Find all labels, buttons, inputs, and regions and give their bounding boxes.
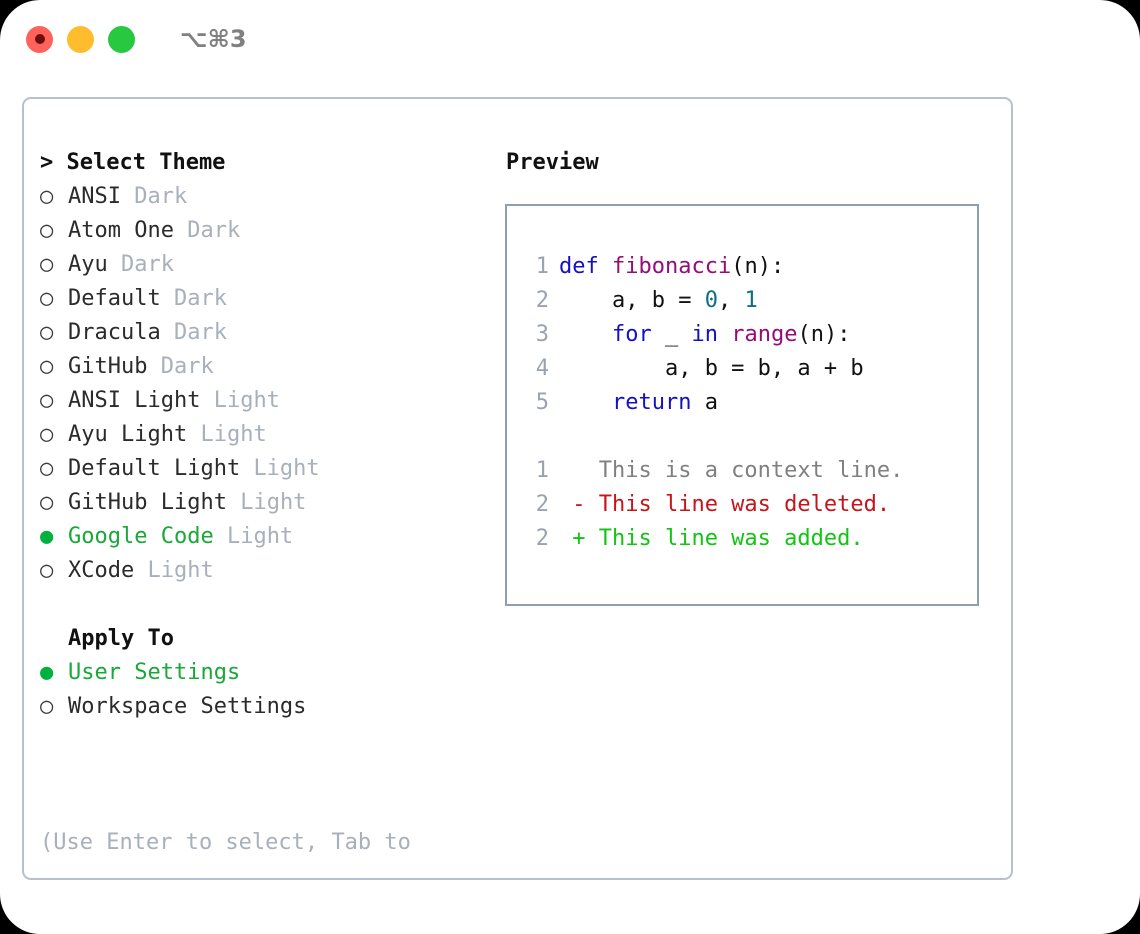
theme-option-dracula[interactable]: ○Dracula Dark bbox=[40, 316, 504, 350]
theme-option-ayu-light[interactable]: ○Ayu Light Light bbox=[40, 418, 504, 452]
radio-off-icon: ○ bbox=[40, 694, 54, 719]
apply-option-user-settings[interactable]: ●User Settings bbox=[40, 656, 504, 690]
diff-line-context: 1 This is a context line. bbox=[525, 454, 977, 488]
line-number: 2 bbox=[535, 492, 549, 517]
theme-selector-column: > Select Theme ○ANSI Dark ○Atom One Dark… bbox=[24, 99, 504, 934]
radio-off-icon: ○ bbox=[40, 252, 54, 277]
code-diff-spacer bbox=[525, 420, 977, 454]
line-number: 1 bbox=[535, 458, 549, 483]
theme-option-atom-one[interactable]: ○Atom One Dark bbox=[40, 214, 504, 248]
theme-option-default-light[interactable]: ○Default Light Light bbox=[40, 452, 504, 486]
radio-off-icon: ○ bbox=[40, 456, 54, 481]
title-bar: ⌥⌘3 bbox=[0, 0, 1140, 78]
theme-option-github[interactable]: ○GitHub Dark bbox=[40, 350, 504, 384]
hint-spacer bbox=[40, 724, 504, 758]
theme-option-ayu[interactable]: ○Ayu Dark bbox=[40, 248, 504, 282]
select-theme-heading: > Select Theme bbox=[40, 150, 226, 175]
radio-on-icon: ● bbox=[40, 524, 54, 549]
code-line: 2 a, b = 0, 1 bbox=[525, 284, 977, 318]
radio-off-icon: ○ bbox=[40, 184, 54, 209]
radio-off-icon: ○ bbox=[40, 218, 54, 243]
apply-to-option-list: ●User Settings ○Workspace Settings bbox=[40, 656, 504, 724]
hint-line-1: (Use Enter to select, Tab to bbox=[40, 830, 411, 855]
radio-off-icon: ○ bbox=[40, 422, 54, 447]
theme-option-default[interactable]: ○Default Dark bbox=[40, 282, 504, 316]
line-number: 1 bbox=[535, 254, 549, 279]
maximize-dot[interactable] bbox=[108, 25, 135, 53]
theme-option-google-code[interactable]: ●Google Code Light bbox=[40, 520, 504, 554]
theme-category bbox=[121, 184, 134, 209]
radio-off-icon: ○ bbox=[40, 388, 54, 413]
section-spacer bbox=[40, 588, 504, 622]
theme-option-ansi-light[interactable]: ○ANSI Light Light bbox=[40, 384, 504, 418]
preview-heading: Preview bbox=[506, 150, 599, 175]
line-number: 3 bbox=[535, 322, 549, 347]
shortcut-label: ⌥⌘3 bbox=[180, 25, 247, 53]
theme-option-xcode[interactable]: ○XCode Light bbox=[40, 554, 504, 588]
theme-option-list: ○ANSI Dark ○Atom One Dark ○Ayu Dark ○Def… bbox=[40, 180, 504, 588]
apply-option-workspace-settings[interactable]: ○Workspace Settings bbox=[40, 690, 504, 724]
theme-option-github-light[interactable]: ○GitHub Light Light bbox=[40, 486, 504, 520]
code-line: 5 return a bbox=[525, 386, 977, 420]
radio-off-icon: ○ bbox=[40, 320, 54, 345]
line-number: 2 bbox=[535, 288, 549, 313]
window-controls bbox=[26, 25, 135, 53]
radio-off-icon: ○ bbox=[40, 558, 54, 583]
diff-line-added: 2 + This line was added. bbox=[525, 522, 977, 556]
code-line: 4 a, b = b, a + b bbox=[525, 352, 977, 386]
diff-line-deleted: 2 - This line was deleted. bbox=[525, 488, 977, 522]
radio-on-icon: ● bbox=[40, 660, 54, 685]
line-number: 5 bbox=[535, 390, 549, 415]
radio-off-icon: ○ bbox=[40, 490, 54, 515]
main-panel: > Select Theme ○ANSI Dark ○Atom One Dark… bbox=[22, 97, 1013, 934]
theme-option-ansi[interactable]: ○ANSI Dark bbox=[40, 180, 504, 214]
minimize-dot[interactable] bbox=[67, 25, 94, 53]
radio-off-icon: ○ bbox=[40, 286, 54, 311]
apply-to-heading: Apply To bbox=[68, 626, 174, 651]
radio-off-icon: ○ bbox=[40, 354, 54, 379]
preview-diff-block: 1 This is a context line. 2 - This line … bbox=[525, 454, 977, 556]
hint-line-2: change focus) bbox=[40, 928, 450, 934]
line-number: 2 bbox=[535, 526, 549, 551]
keyboard-hint: (Use Enter to select, Tab to change focu… bbox=[40, 758, 450, 934]
line-number: 4 bbox=[535, 356, 549, 381]
close-dot[interactable] bbox=[26, 25, 53, 53]
code-line: 3 for _ in range(n): bbox=[525, 318, 977, 352]
